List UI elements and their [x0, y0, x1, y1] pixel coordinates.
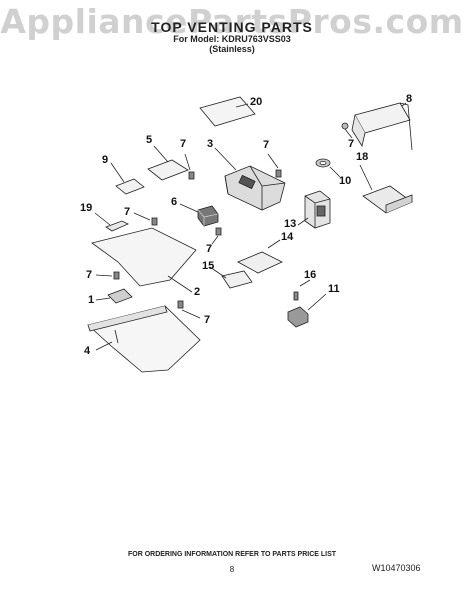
callout-1: 1	[88, 294, 95, 306]
callout-14: 14	[281, 231, 294, 243]
part-7-screw-b	[275, 169, 282, 178]
leader-15	[209, 266, 227, 279]
model-variant: (Stainless)	[209, 44, 255, 54]
leader-5	[153, 145, 169, 163]
callout-7-top-right: 7	[348, 138, 355, 150]
leader-6	[179, 203, 199, 213]
leader-10	[329, 166, 341, 178]
part-5-plate	[147, 159, 189, 181]
model-line: For Model: KDRU763VSS03	[173, 34, 291, 44]
callout-11: 11	[328, 283, 340, 295]
leader-18	[359, 164, 373, 191]
part-7-screw-d	[151, 217, 158, 226]
diagram-title: TOP VENTING PARTS	[151, 19, 313, 35]
callout-3: 3	[207, 138, 214, 150]
callout-7-near-19: 7	[124, 206, 131, 218]
leader-1	[95, 297, 111, 301]
leader-20	[235, 103, 249, 108]
part-7-screw-e	[113, 271, 120, 280]
part-20-cover	[199, 96, 256, 127]
leader-14	[267, 239, 281, 249]
callout-2: 2	[194, 286, 201, 298]
callout-5: 5	[146, 134, 153, 146]
part-8-bracket	[354, 102, 411, 134]
callout-8: 8	[406, 93, 413, 105]
callout-7-near-5: 7	[180, 138, 187, 150]
leader-9	[110, 162, 125, 183]
part-16-screw	[293, 291, 299, 301]
page-number: 8	[229, 565, 235, 574]
callout-15: 15	[202, 260, 215, 272]
callout-7-bottom: 7	[204, 314, 211, 326]
part-7-screw-f	[177, 300, 184, 309]
watermark: AppliancePartsPros.com	[0, 2, 464, 41]
callout-18: 18	[356, 151, 369, 163]
callout-16: 16	[304, 269, 317, 281]
leader-16	[299, 279, 311, 287]
document-number: W10470306	[372, 563, 421, 573]
part-7-screw-c	[215, 227, 222, 236]
leader-13	[297, 217, 309, 226]
callout-10: 10	[339, 175, 352, 187]
part-19-clip	[105, 220, 129, 232]
part-11-switch	[287, 306, 309, 328]
callout-4: 4	[84, 345, 91, 357]
callout-13: 13	[284, 218, 297, 230]
callout-7-near-3: 7	[263, 139, 270, 151]
part-9-plate	[115, 178, 145, 195]
callout-7-near-6: 7	[206, 243, 213, 255]
part-7-screw-top-right	[341, 122, 349, 130]
callout-7-left: 7	[86, 269, 93, 281]
leader-2	[167, 275, 193, 293]
callout-6: 6	[171, 196, 178, 208]
leader-3	[214, 147, 237, 171]
part-1-filter	[107, 288, 133, 304]
leader-11	[307, 293, 327, 311]
part-7-screw-a	[188, 171, 195, 180]
callout-9: 9	[102, 154, 109, 166]
leader-19	[94, 212, 111, 226]
part-2-panel	[91, 227, 197, 287]
part-15-plate	[221, 270, 253, 289]
callout-19: 19	[80, 202, 93, 214]
part-14-plate	[237, 251, 283, 274]
leader-8	[401, 102, 407, 107]
leader-4	[95, 341, 113, 351]
callout-20: 20	[250, 96, 263, 108]
ordering-note: FOR ORDERING INFORMATION REFER TO PARTS …	[127, 551, 337, 558]
